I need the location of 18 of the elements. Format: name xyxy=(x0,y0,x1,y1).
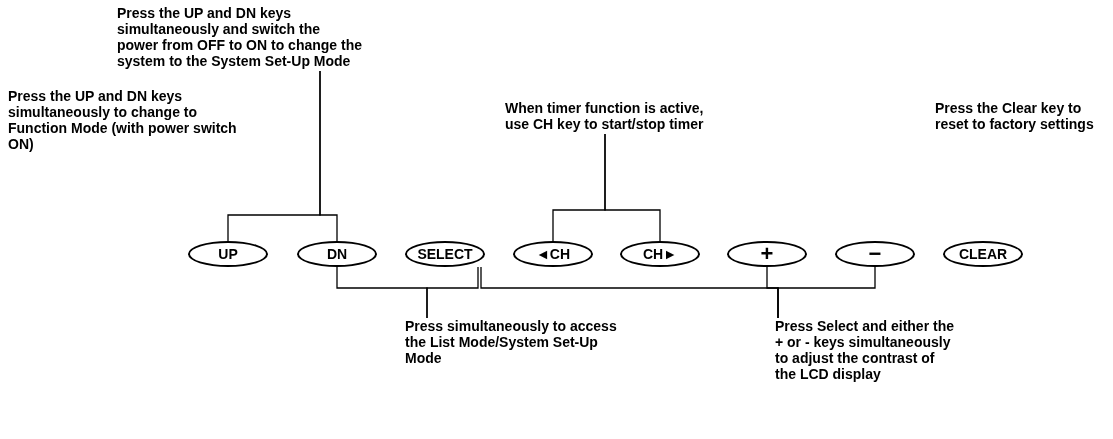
key-button: + xyxy=(727,241,807,267)
leader-line xyxy=(777,266,876,319)
key-button: − xyxy=(835,241,915,267)
key-button: ◄CH xyxy=(513,241,593,267)
key-button: SELECT xyxy=(405,241,485,267)
leader-line xyxy=(319,70,338,242)
instruction-text: Press Select and either the + or - keys simultaneously to adjust the contrast of the LCD display xyxy=(775,318,955,382)
key-button: UP xyxy=(188,241,268,267)
key-button: CH► xyxy=(620,241,700,267)
instruction-text: Press the UP and DN keys simultaneously and switch the power from OFF to ON to change the system to the System Set-Up Mode xyxy=(117,5,362,69)
leader-line xyxy=(604,133,661,242)
instruction-text: Press simultaneously to access the List Mode/System Set-Up Mode xyxy=(405,318,635,366)
key-button: DN xyxy=(297,241,377,267)
key-button: CLEAR xyxy=(943,241,1023,267)
instruction-text: When timer function is active, use CH key to start/stop timer xyxy=(505,100,705,132)
instruction-text: Press the Clear key to reset to factory settings xyxy=(935,100,1095,132)
instruction-text: Press the UP and DN keys simultaneously to change to Function Mode (with power switch ON) xyxy=(8,88,238,152)
leader-line xyxy=(426,266,479,319)
